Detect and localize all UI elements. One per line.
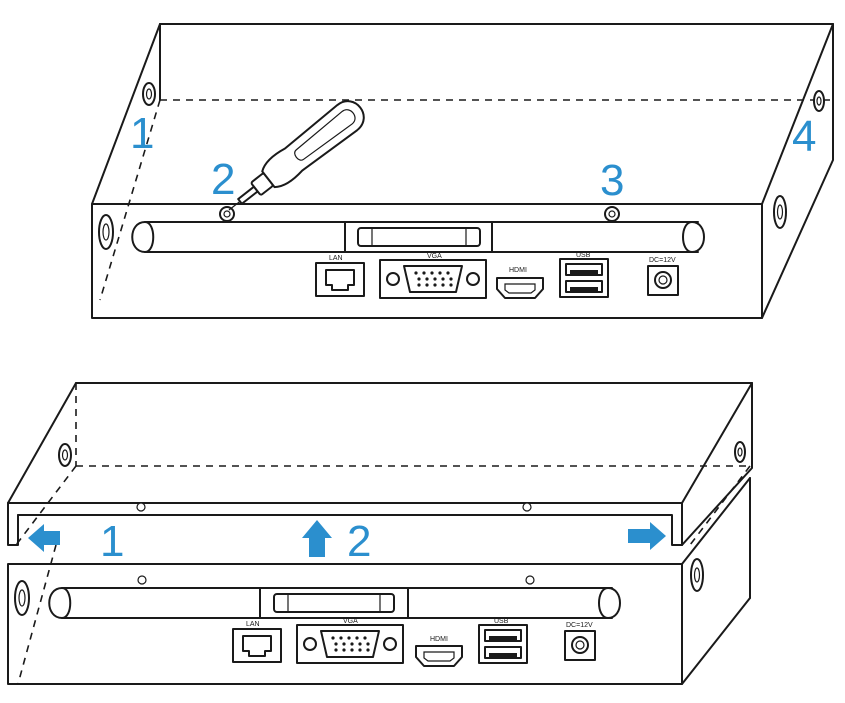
screw-hole-left-bottom [137,575,147,585]
port-label-dc: DC=12V [649,257,676,264]
port-vga-bottom: VGA [296,618,404,664]
port-label-lan: LAN [329,255,343,262]
port-label-usb-bottom: USB [494,618,509,625]
side-screw-right-top [813,90,825,112]
side-foot-right-top [773,195,787,229]
port-label-usb: USB [576,252,591,259]
port-usb-bottom: USB [478,618,528,664]
port-hdmi-top: HDMI [496,267,544,299]
side-foot-left-top [98,214,114,250]
side-screw-right-bottom [734,441,746,463]
base-front-panel [7,477,751,685]
screwdriver-icon [228,100,365,211]
port-lan-bottom: LAN [232,621,282,663]
step-number-2-top: 2 [211,155,235,204]
port-label-vga: VGA [427,253,442,260]
port-dc-top: DC=12V [647,257,679,296]
side-foot-left-bottom [14,580,30,616]
handle-bar-top [131,221,705,253]
port-dc-bottom: DC=12V [564,622,596,661]
top-box-outline [91,23,834,319]
arrow-right-icon [628,522,666,550]
step-number-4-top: 4 [792,112,816,161]
bottom-figure: LAN VGA HDMI USB [7,382,753,685]
port-vga-top: VGA [379,253,487,299]
port-usb-top: USB [559,252,609,298]
arrow-left-icon [28,524,60,552]
step-number-1-top: 1 [130,109,154,158]
side-foot-right-bottom [690,558,704,592]
step-number-2-bottom: 2 [347,517,371,566]
port-label-lan-bottom: LAN [246,621,260,628]
port-label-vga-bottom: VGA [343,618,358,625]
cover-outline [7,382,753,546]
port-label-hdmi: HDMI [509,267,527,274]
handle-bar-bottom [48,587,621,619]
front-screw-left-top [219,206,235,222]
arrow-up-icon [302,520,332,557]
side-screw-left-top [142,82,156,106]
screw-hole-right-bottom [525,575,535,585]
step-number-3-top: 3 [600,156,624,205]
port-lan-top: LAN [315,255,365,297]
top-figure: LAN VGA HDMI USB [91,23,834,319]
port-label-hdmi-bottom: HDMI [430,636,448,643]
side-screw-left-bottom [58,443,72,467]
step-number-1-bottom: 1 [100,517,124,566]
port-hdmi-bottom: HDMI [415,636,463,667]
front-screw-right-top [604,206,620,222]
port-label-dc-bottom: DC=12V [566,622,593,629]
